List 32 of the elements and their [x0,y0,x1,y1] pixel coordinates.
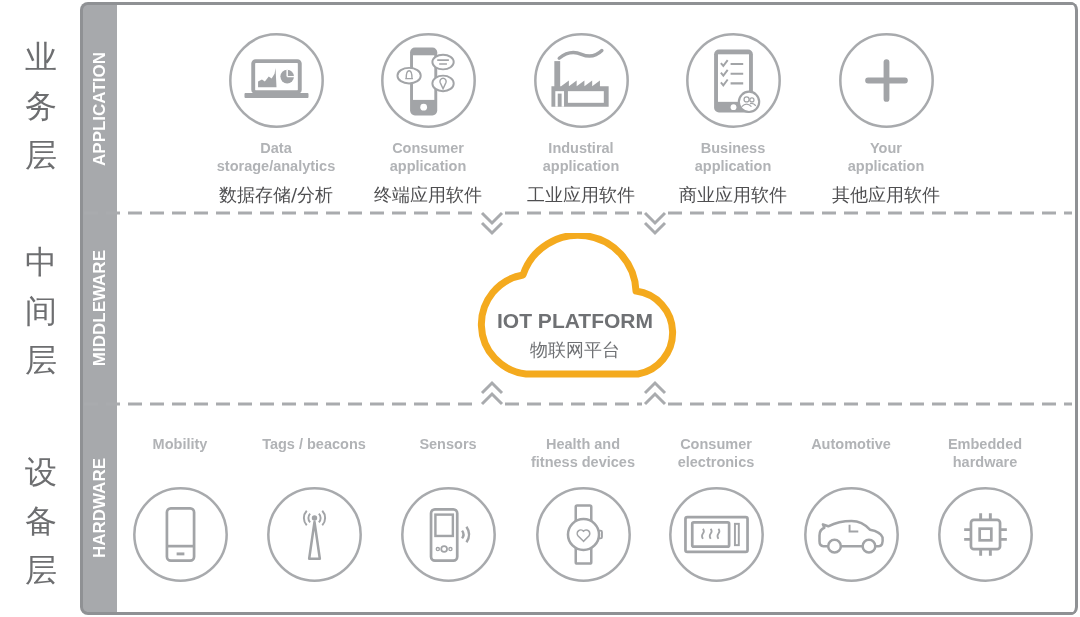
app-category-label-chinese: 其他应用软件 [832,184,940,206]
app-category-label: Your application [846,139,926,175]
double-chevron-arrow [480,380,504,406]
layer-name-vertical: 中间层 [25,242,57,381]
device-category-label: Consumer electronics [676,435,756,471]
double-chevron-arrow [643,380,667,406]
layer-band [80,2,1078,213]
double-chevron-arrow [643,211,667,236]
layer-name-vertical: 业务层 [25,37,57,176]
layer-band [80,404,1078,615]
device-category-label: Tags / beacons [262,435,366,454]
platform-title: IOT PLATFORM [497,309,653,333]
app-category-label: Industiral application [541,139,621,175]
app-category-label-chinese: 商业应用软件 [679,184,787,206]
double-chevron-arrow [480,211,504,236]
layer-label: HARDWARE [90,457,110,559]
layer-label: APPLICATION [90,52,110,166]
layer-name-vertical: 设备层 [25,452,57,591]
device-category-label: Automotive [811,435,891,454]
app-category-label: Data storage/analytics [215,139,337,175]
device-category-label: Health and fitness devices [530,435,636,471]
app-category-label-chinese: 工业应用软件 [527,184,635,206]
device-category-label: Embedded hardware [946,435,1024,471]
platform-subtitle: 物联网平台 [530,339,620,361]
app-category-label: Business application [693,139,773,175]
app-category-label-chinese: 终端应用软件 [374,184,482,206]
app-category-label-chinese: 数据存储/分析 [218,184,334,206]
layer-band [80,213,1078,404]
layer-label: MIDDLEWARE [90,250,110,367]
device-category-label: Mobility [152,435,208,454]
device-category-label: Sensors [419,435,477,454]
app-category-label: Consumer application [388,139,468,175]
